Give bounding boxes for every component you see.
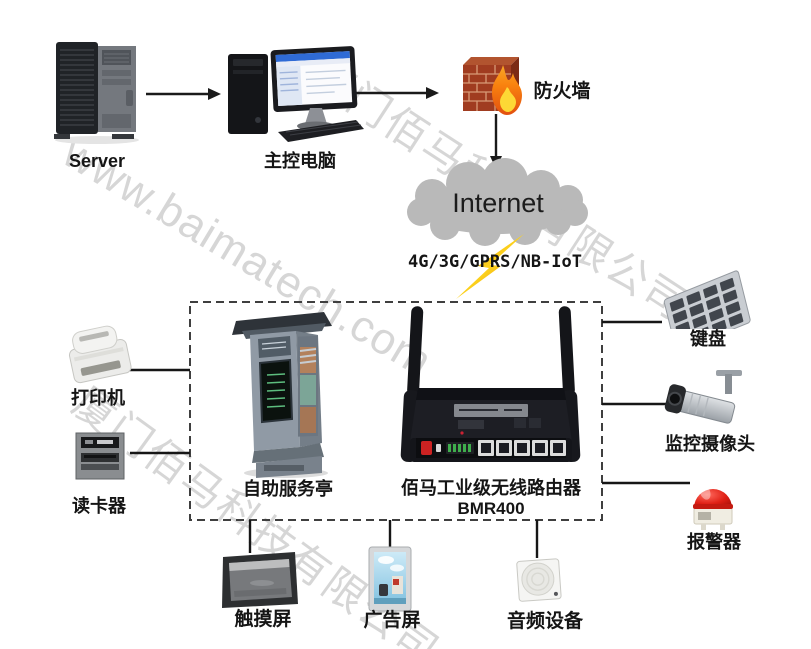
router-icon <box>396 300 586 472</box>
audio-speaker-label: 音频设备 <box>506 611 583 632</box>
arrow-server-to-computer <box>146 88 221 100</box>
control-computer-icon <box>220 46 365 148</box>
printer-icon <box>60 318 140 392</box>
touch-screen-icon <box>222 551 300 611</box>
router-name: 佰马工业级无线路由器 <box>401 478 581 498</box>
firewall-icon <box>459 53 525 119</box>
dashed-boundary-box <box>189 301 603 521</box>
cctv-camera-label: 监控摄像头 <box>665 434 755 454</box>
alarm-beacon-icon <box>686 468 740 532</box>
internet-cloud-shape <box>407 158 588 246</box>
server-icon <box>50 34 144 146</box>
firewall-label: 防火墙 <box>533 81 591 102</box>
router-label: 佰马工业级无线路由器 BMR400 <box>385 478 597 518</box>
audio-speaker-icon <box>514 556 566 606</box>
server-label: Server <box>68 151 126 171</box>
printer-label: 打印机 <box>71 388 125 408</box>
internet-label: Internet <box>452 188 544 218</box>
keypad-icon <box>658 263 756 329</box>
wan-link-label: 4G/3G/GPRS/NB-IoT <box>408 252 582 272</box>
control-computer-label: 主控电脑 <box>264 151 336 171</box>
cctv-camera-icon <box>664 370 758 430</box>
kiosk-label: 自助服务亭 <box>243 479 333 499</box>
ad-screen-icon <box>366 546 416 614</box>
ad-screen-label: 广告屏 <box>363 610 421 631</box>
alarm-beacon-label: 报警器 <box>687 532 741 552</box>
router-model: BMR400 <box>457 498 525 518</box>
peripheral-connector-lines <box>128 320 690 558</box>
touch-screen-label: 触摸屏 <box>234 609 292 630</box>
arrow-computer-to-firewall <box>356 87 439 99</box>
kiosk-icon <box>230 299 338 481</box>
card-reader-icon <box>74 431 126 481</box>
card-reader-label: 读卡器 <box>72 496 126 516</box>
keypad-label: 键盘 <box>690 329 726 349</box>
lightning-bolt-icon <box>456 234 524 299</box>
